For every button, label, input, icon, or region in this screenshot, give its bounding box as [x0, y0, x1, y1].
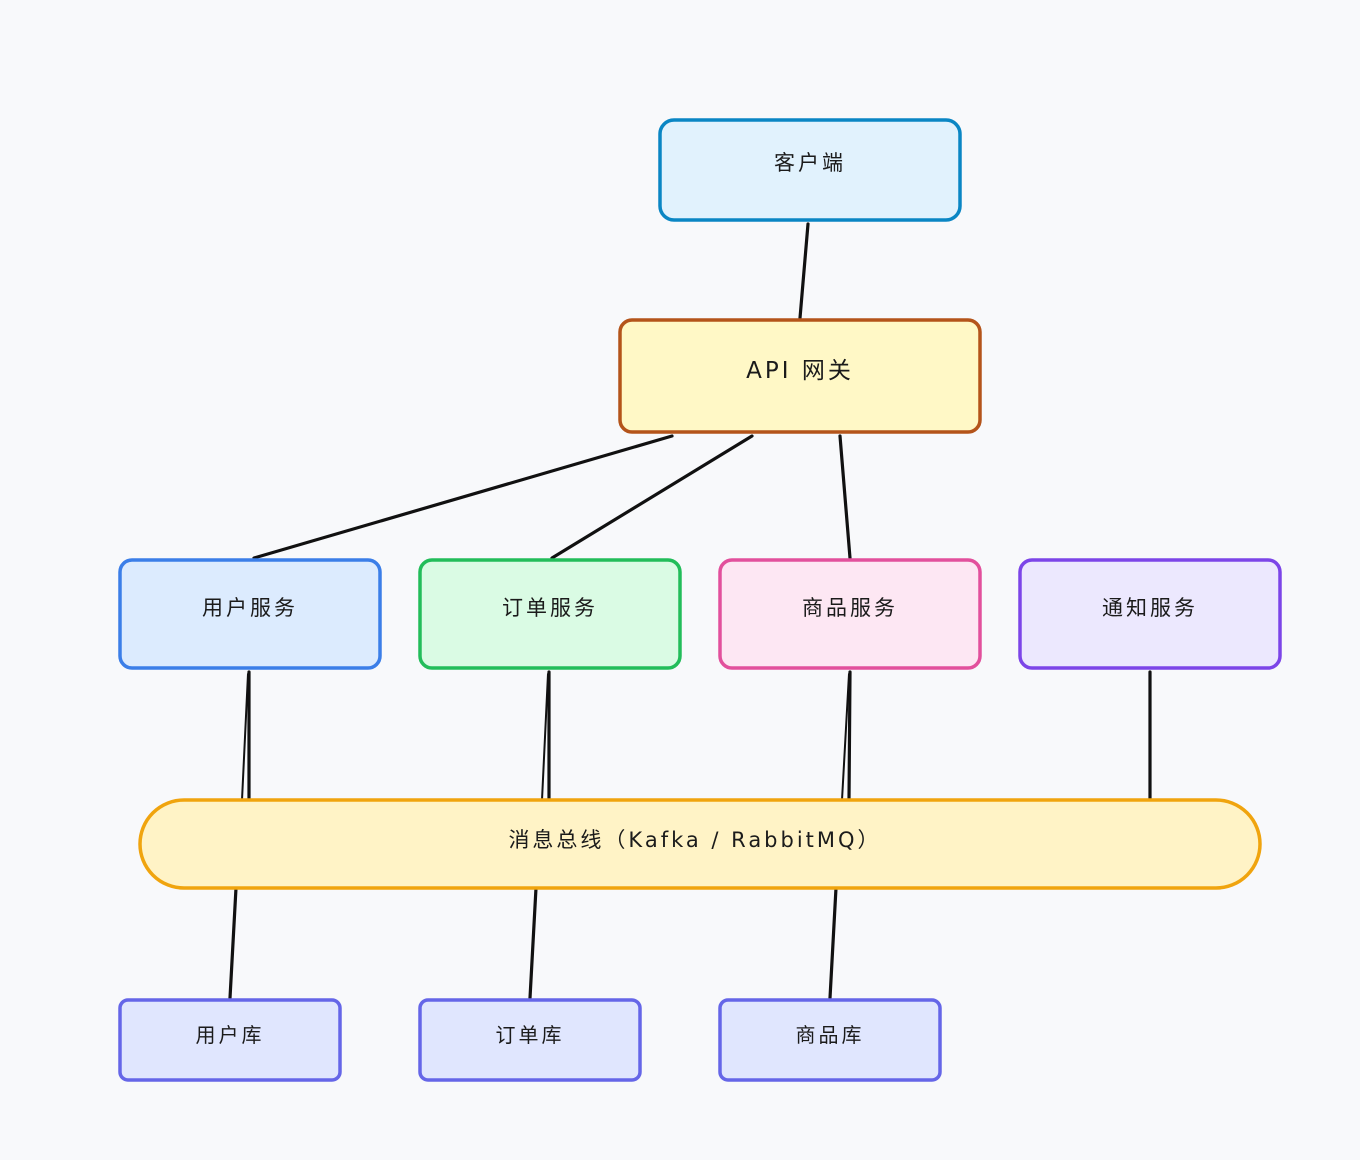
node-api-gateway-border: [618, 318, 982, 434]
node-product-db[interactable]: 商品库: [718, 998, 942, 1082]
node-user-db[interactable]: 用户库: [118, 998, 342, 1082]
node-notify-service[interactable]: 通知服务: [1018, 558, 1282, 670]
node-order-db[interactable]: 订单库: [418, 998, 642, 1082]
node-message-bus-label: 消息总线（Kafka / RabbitMQ）: [508, 828, 881, 852]
node-product-service-border: [718, 558, 982, 670]
node-order-db-box: [420, 1000, 640, 1080]
edge-gateway-user-service: [252, 434, 674, 560]
node-api-gateway-label: API 网关: [746, 358, 854, 384]
node-user-service[interactable]: 用户服务: [118, 558, 382, 670]
node-client-label: 客户端: [774, 151, 846, 175]
node-message-bus[interactable]: 消息总线（Kafka / RabbitMQ）: [138, 798, 1262, 890]
edge-client-gateway: [798, 222, 810, 320]
node-message-bus-box: [140, 800, 1260, 888]
node-order-service[interactable]: 订单服务: [418, 558, 682, 670]
edge-product-service-bus-stroke: [841, 673, 850, 801]
edge-bus-product-db: [828, 886, 838, 1000]
node-client-box: [660, 120, 960, 220]
node-order-service-label: 订单服务: [502, 596, 598, 620]
edge-bus-user-db: [228, 886, 238, 1000]
edge-bus-order-db: [528, 886, 538, 1000]
node-notify-service-border: [1018, 558, 1282, 670]
edge-gateway-order-service: [550, 434, 754, 560]
node-product-service-label: 商品服务: [802, 596, 898, 620]
edges: [228, 222, 1152, 1000]
node-client[interactable]: 客户端: [658, 118, 962, 222]
node-order-service-box: [420, 560, 680, 668]
edge-product-service-bus: [847, 670, 852, 802]
node-user-db-label: 用户库: [196, 1023, 265, 1047]
node-message-bus-border: [138, 798, 1262, 890]
node-user-service-label: 用户服务: [202, 596, 298, 620]
node-client-border: [658, 118, 962, 222]
node-order-db-border: [418, 998, 642, 1082]
node-product-db-border: [718, 998, 942, 1082]
node-product-db-box: [720, 1000, 940, 1080]
edge-gateway-product-service: [838, 434, 852, 560]
node-product-service[interactable]: 商品服务: [718, 558, 982, 670]
node-user-service-box: [120, 560, 380, 668]
node-notify-service-box: [1020, 560, 1280, 668]
node-notify-service-label: 通知服务: [1102, 596, 1198, 620]
edge-user-service-bus-stroke: [241, 673, 249, 801]
nodes: 客户端 API 网关 用户服务 订单服务 商品服务: [118, 118, 1282, 1082]
node-user-service-border: [118, 558, 382, 670]
node-product-db-label: 商品库: [796, 1023, 865, 1047]
edge-order-service-bus-stroke: [541, 673, 549, 801]
node-order-service-border: [418, 558, 682, 670]
node-product-service-box: [720, 560, 980, 668]
node-user-db-box: [120, 1000, 340, 1080]
node-api-gateway[interactable]: API 网关: [618, 318, 982, 434]
node-order-db-label: 订单库: [496, 1023, 565, 1047]
node-api-gateway-box: [620, 320, 980, 432]
node-user-db-border: [118, 998, 342, 1082]
